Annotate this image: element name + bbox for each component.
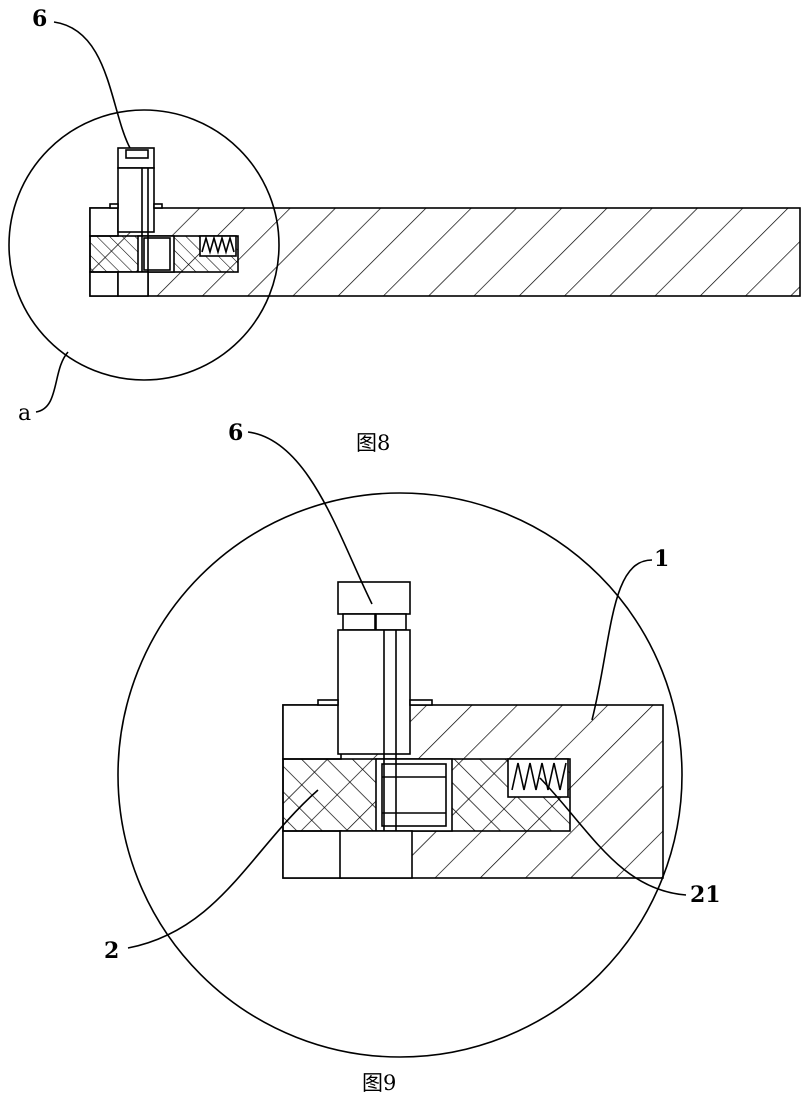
fig9-label-1: 1 — [654, 546, 669, 572]
leader-6-large — [248, 432, 372, 604]
leader-1 — [592, 560, 652, 720]
bolt-collar-right — [154, 204, 162, 208]
bolt-cap-left — [343, 614, 375, 630]
bolt-tail-large — [340, 831, 412, 878]
leader-a — [36, 352, 68, 412]
fig9-label-6: 6 — [228, 420, 243, 446]
plate-cap-top — [283, 705, 341, 759]
figure-8: 6 a 图8 — [9, 6, 800, 455]
bolt-shaft-large — [338, 630, 410, 754]
bolt-collar-left — [110, 204, 118, 208]
bolt-cap-right — [376, 614, 406, 630]
bolt-head-large — [338, 582, 410, 614]
figure-9: 6 1 2 21 图9 — [104, 420, 721, 1095]
fig9-label-2: 2 — [104, 938, 119, 964]
bolt-collar-l-large — [318, 700, 338, 705]
leader-6 — [54, 22, 130, 148]
bolt-collar-r-large — [410, 700, 432, 705]
bolt-tail — [118, 272, 148, 296]
plate-cap-bottom — [283, 831, 341, 878]
fig9-caption: 图9 — [362, 1071, 396, 1095]
fig9-label-21: 21 — [690, 882, 721, 908]
plate-left-cap-bottom — [90, 272, 118, 296]
latch-core-large — [382, 764, 446, 826]
fig8-label-a: a — [18, 401, 31, 426]
bolt-head-cap — [126, 150, 148, 158]
fig8-caption: 图8 — [356, 431, 390, 455]
fig8-label-6: 6 — [32, 6, 47, 32]
plate-left-cap — [90, 208, 118, 236]
